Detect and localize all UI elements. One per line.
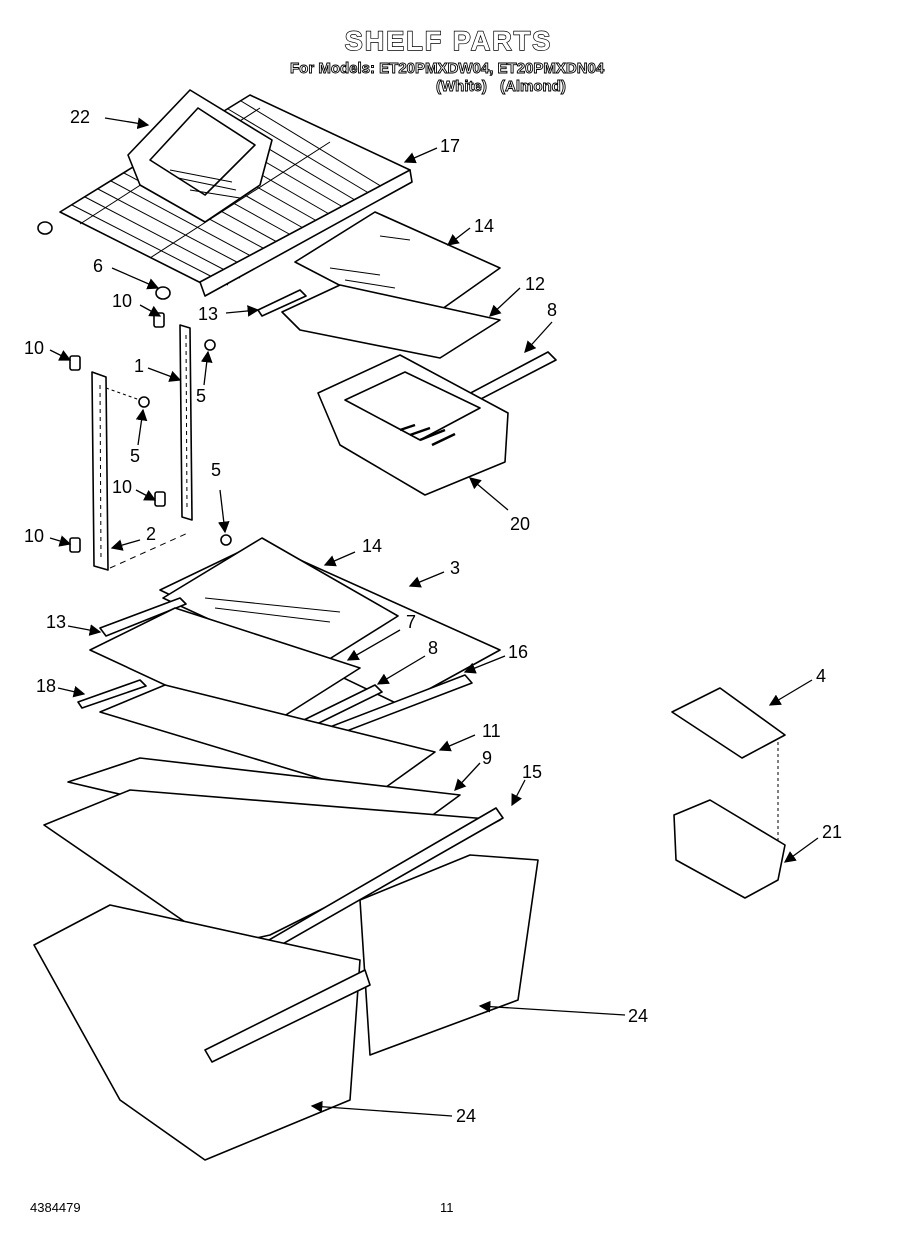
callout-24-left: 24	[456, 1106, 476, 1126]
callout-14-upper: 14	[474, 216, 494, 236]
trim-part-13-lower	[99, 597, 187, 637]
callout-16: 16	[508, 642, 528, 662]
basket-part-22	[127, 89, 273, 223]
callout-8-lower: 8	[428, 638, 438, 658]
crisper-drawer-part-24-left	[33, 904, 371, 1161]
page-title: SHELF PARTS	[344, 25, 553, 56]
callout-2: 2	[146, 524, 156, 544]
callout-10-a: 10	[112, 291, 132, 311]
color-almond-label: (Almond)	[500, 78, 567, 96]
shelf-rail-part-2	[91, 371, 109, 571]
callout-10-b: 10	[24, 338, 44, 358]
callout-21: 21	[822, 822, 842, 842]
trim-part-18	[77, 679, 147, 709]
callout-18: 18	[36, 676, 56, 696]
callout-13-upper: 13	[198, 304, 218, 324]
callout-17: 17	[440, 136, 460, 156]
shelf-pin-part-6	[37, 221, 171, 300]
document-number: 4384479	[30, 1200, 81, 1215]
callout-3: 3	[450, 558, 460, 578]
dairy-lid-part-4	[671, 687, 786, 759]
callout-labels: 22 17 14 6 12 10 13 8 10 1 5 5 20 5 10 1…	[24, 107, 842, 1126]
callout-14-lower: 14	[362, 536, 382, 556]
callout-20: 20	[510, 514, 530, 534]
meat-drawer-part-20	[317, 354, 509, 496]
shelf-frame-part-12	[257, 284, 501, 359]
models-line: For Models: ET20PMXDW04, ET20PMXDN04	[290, 60, 605, 78]
callout-8-upper: 8	[547, 300, 557, 320]
color-white-label: (White)	[436, 78, 488, 96]
page-number: 11	[440, 1200, 454, 1215]
callout-7: 7	[406, 612, 416, 632]
rail-cap-part-10	[69, 312, 166, 553]
callout-13-lower: 13	[46, 612, 66, 632]
callout-6: 6	[93, 256, 103, 276]
callout-4: 4	[816, 666, 826, 686]
callout-5-b: 5	[130, 446, 140, 466]
shelf-rail-part-1	[179, 324, 193, 521]
callout-leaders	[49, 117, 819, 1117]
callout-22: 22	[70, 107, 90, 127]
callout-5-a: 5	[196, 386, 206, 406]
glass-shelf-part-11	[99, 684, 436, 796]
crisper-drawer-part-24-right	[359, 854, 539, 1056]
dairy-bin-part-21	[673, 799, 786, 899]
callout-15: 15	[522, 762, 542, 782]
callout-12: 12	[525, 274, 545, 294]
screw-part-5	[138, 339, 232, 546]
callout-11: 11	[482, 721, 501, 741]
callout-9: 9	[482, 748, 492, 768]
callout-10-c: 10	[112, 477, 132, 497]
callout-10-d: 10	[24, 526, 44, 546]
callout-24-right: 24	[628, 1006, 648, 1026]
callout-5-c: 5	[211, 460, 221, 480]
callout-1: 1	[134, 356, 144, 376]
